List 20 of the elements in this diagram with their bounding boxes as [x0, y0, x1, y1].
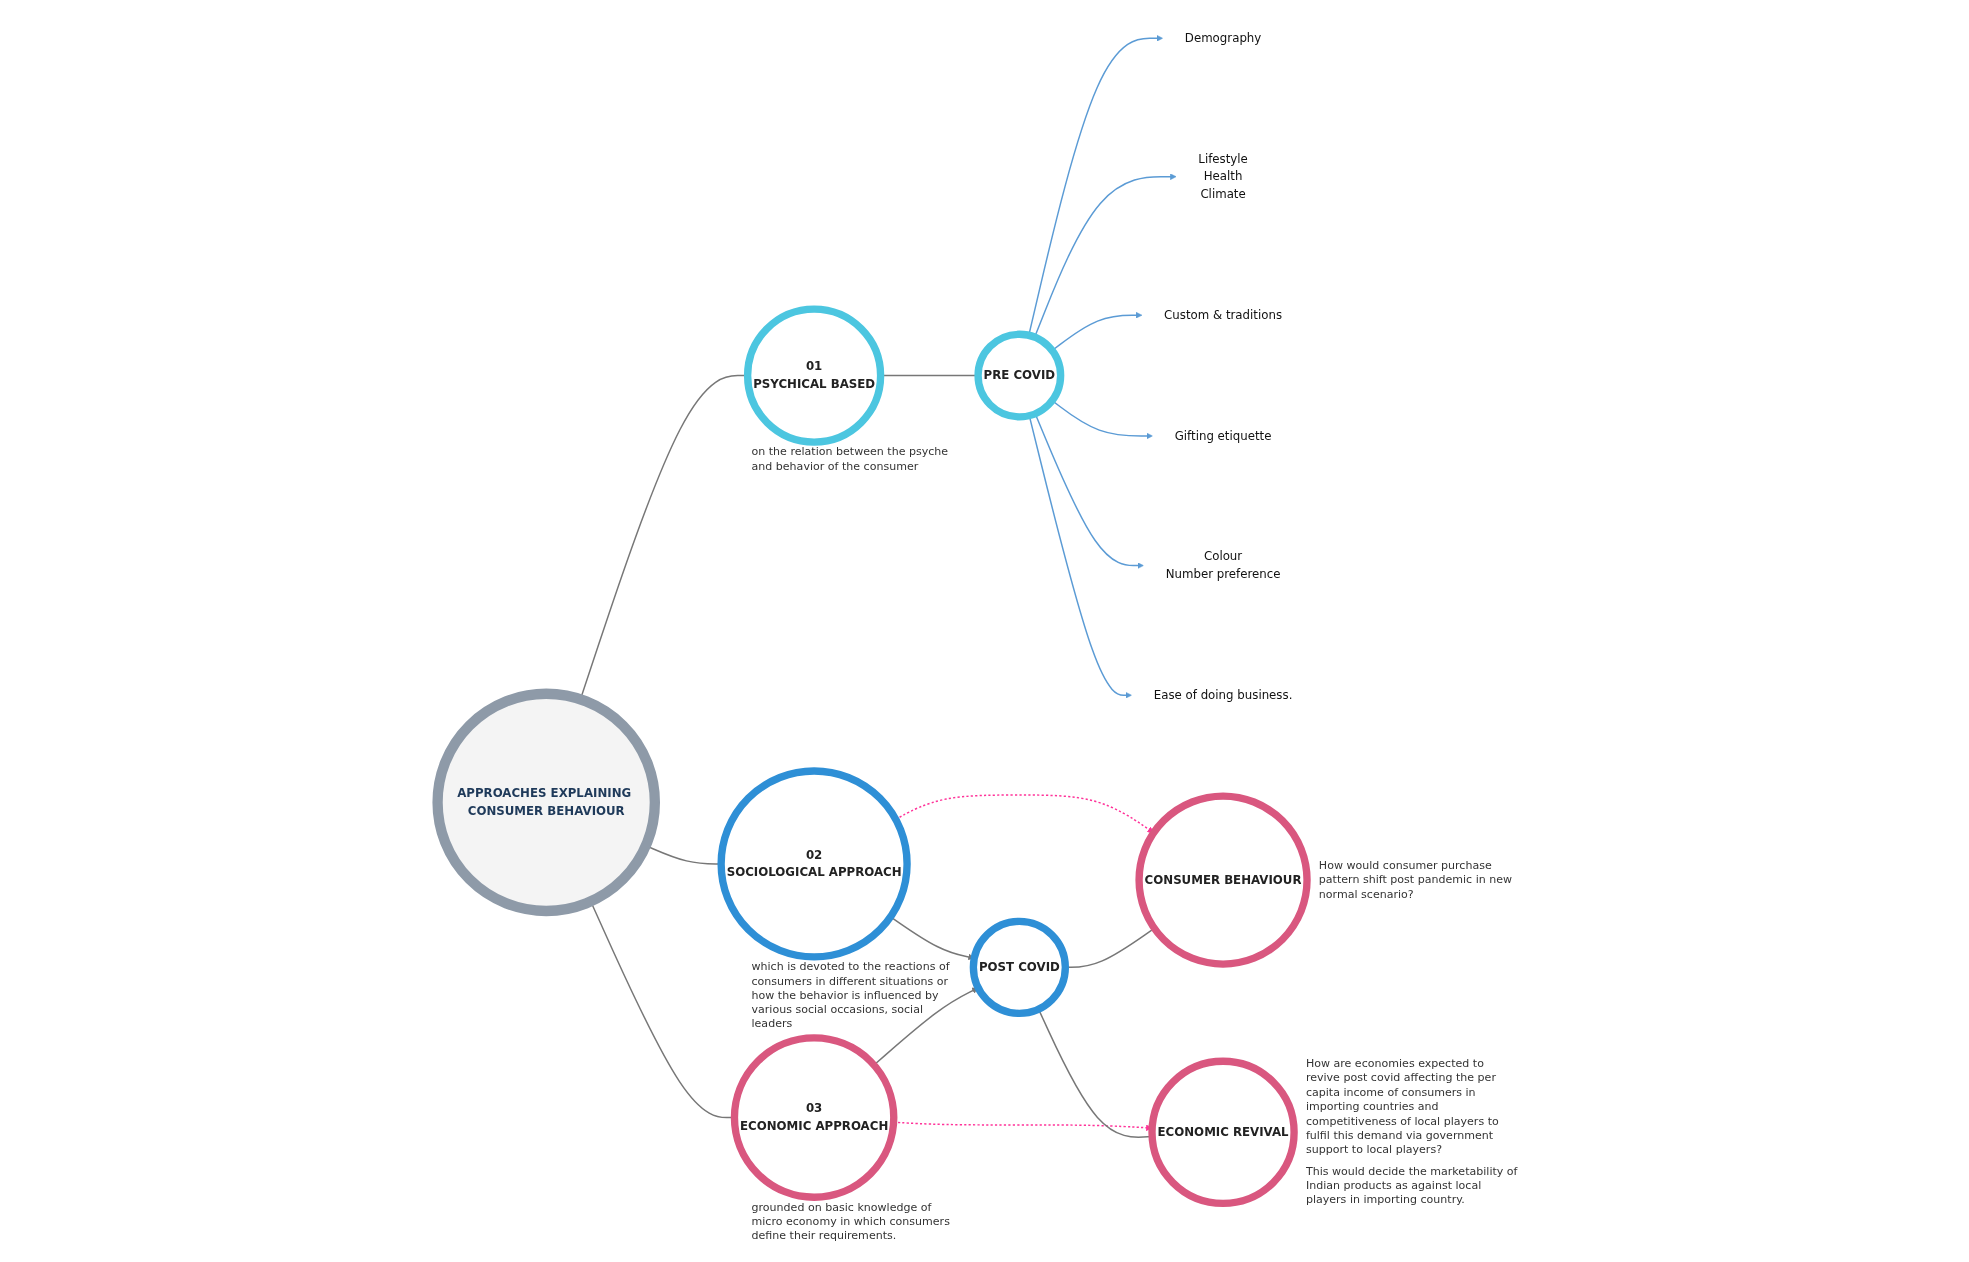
- node-circle: 03 ECONOMIC APPROACH: [730, 1034, 897, 1201]
- node-text: Ease of doing business.: [1153, 687, 1292, 702]
- description-text: This would decide the marketability of Indian products as against local players in importing country.: [1305, 1164, 1519, 1208]
- node-circle: POST COVID: [969, 917, 1069, 1018]
- description-text: on the relation between the psyche and behavior of the consumer: [751, 445, 949, 474]
- node-circle: PRE COVID: [973, 330, 1064, 421]
- node-text: Custom & traditions: [1163, 307, 1282, 322]
- node-text: Gifting etiquette: [1174, 428, 1271, 443]
- node-text: Demography: [1184, 30, 1261, 45]
- node-text: Lifestyle Health Climate: [1197, 151, 1248, 202]
- description-text: How would consumer purchase pattern shift post pandemic in new normal scenario?: [1318, 858, 1513, 902]
- node-circle: CONSUMER BEHAVIOUR: [1134, 792, 1311, 968]
- node-circle: APPROACHES EXPLAINING CONSUMER BEHAVIOUR: [431, 688, 660, 917]
- description-text: grounded on basic knowledge of micro economy in which consumers define their requirements.: [751, 1200, 951, 1244]
- node-circle: ECONOMIC REVIVAL: [1147, 1057, 1298, 1208]
- node-circle: 02 SOCIOLOGICAL APPROACH: [716, 767, 911, 961]
- description-text: How are economies expected to revive post covid affecting the per capita income of consumers in importing countries and competitiveness of local players to fulfil this demand via government support to local players?: [1305, 1056, 1500, 1158]
- node-text: Colour Number preference: [1165, 549, 1280, 582]
- node-circle: 01 PSYCHICAL BASED: [743, 305, 884, 446]
- description-text: which is devoted to the reactions of consumers in different situations or how the behavior is influenced by various social occasions, social leaders: [751, 959, 951, 1032]
